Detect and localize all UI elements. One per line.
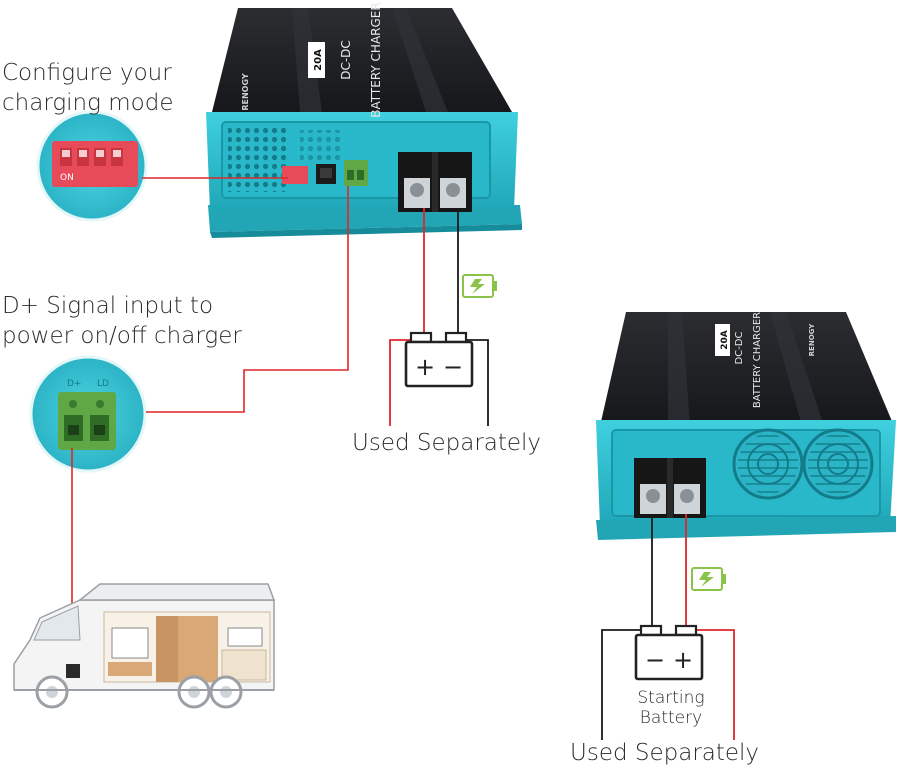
right-battery-wiring bbox=[601, 514, 735, 740]
dplus-line2: power on/off charger bbox=[2, 323, 242, 349]
charger-top-line2: BATTERY CHARGER bbox=[369, 2, 383, 117]
charger-bottom-line1: DC-DC bbox=[734, 332, 745, 365]
charging-icon bbox=[462, 274, 497, 298]
battery-icon: + − bbox=[404, 331, 474, 388]
configure-line1: Configure your bbox=[2, 60, 172, 86]
right-battery-minus: − bbox=[645, 646, 665, 674]
motorhome-icon bbox=[13, 583, 276, 709]
charger-top-line1: DC-DC bbox=[339, 40, 353, 80]
dplus-line1: D+ Signal input to bbox=[2, 293, 214, 319]
dplus-callout: D+ Signal input to power on/off charger bbox=[2, 291, 242, 351]
battery-icon-right: − + bbox=[634, 624, 704, 681]
left-battery-wiring bbox=[389, 208, 489, 426]
right-battery-plus: + bbox=[673, 646, 693, 674]
dip-on-label: ON bbox=[60, 173, 74, 183]
right-battery-caption: Used Separately bbox=[570, 740, 760, 766]
configure-callout: Configure your charging mode bbox=[2, 58, 173, 118]
dplus-terminal-label: D+ bbox=[67, 379, 81, 389]
charger-top-brand: RENOGY bbox=[241, 73, 250, 111]
charger-bottom: 20A DC-DC BATTERY CHARGER RENOGY bbox=[596, 312, 896, 540]
left-battery-plus: + bbox=[415, 353, 435, 381]
left-battery-caption: Used Separately bbox=[352, 430, 542, 456]
starting-battery-line1: Starting bbox=[637, 688, 705, 708]
ld-terminal-label: LD bbox=[97, 379, 109, 389]
configure-line2: charging mode bbox=[2, 90, 174, 116]
charging-icon-bottom bbox=[691, 567, 726, 591]
charger-top: 20A DC-DC BATTERY CHARGER RENOGY bbox=[206, 2, 522, 238]
charger-top-rating: 20A bbox=[313, 49, 324, 71]
charger-bottom-rating: 20A bbox=[720, 330, 730, 350]
dip-switch bbox=[282, 166, 308, 184]
starting-battery-label: Starting Battery bbox=[626, 688, 716, 728]
dplus-magnifier: D+ LD bbox=[29, 355, 147, 473]
charger-bottom-line2: BATTERY CHARGER bbox=[752, 312, 763, 408]
dip-switch-magnifier: ON bbox=[36, 110, 148, 222]
starting-battery-line2: Battery bbox=[639, 708, 703, 728]
charger-bottom-brand: RENOGY bbox=[808, 323, 816, 357]
left-battery-minus: − bbox=[443, 353, 463, 381]
